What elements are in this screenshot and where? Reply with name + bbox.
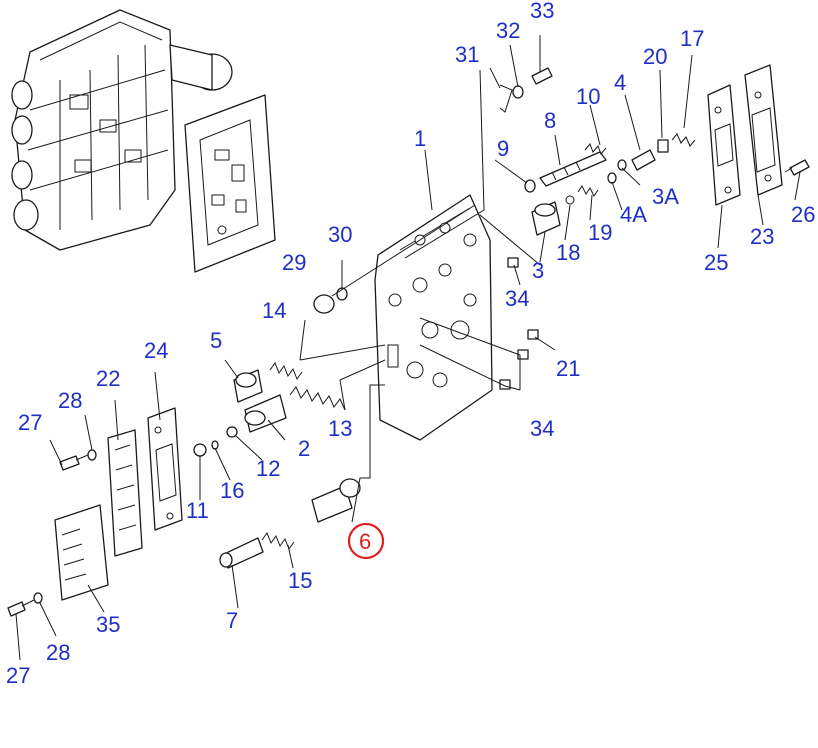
assembled-valve-illustration xyxy=(11,9,233,251)
bolt-27-lower xyxy=(7,599,35,617)
bolts-34-lower xyxy=(499,349,529,390)
callout-26: 26 xyxy=(791,202,815,227)
spring-15 xyxy=(261,531,295,551)
callout-17: 17 xyxy=(680,26,704,51)
gasket-25 xyxy=(707,84,741,206)
callout-23: 23 xyxy=(750,224,774,249)
callout-9: 9 xyxy=(497,136,509,161)
plug-9 xyxy=(524,179,536,193)
callout-labels: 1 2 3 3A 4 4A 5 6 7 8 9 10 11 12 13 14 1… xyxy=(6,0,815,688)
washer-28-lower xyxy=(33,592,43,604)
spool-8 xyxy=(539,151,607,187)
bolt-26 xyxy=(784,159,810,176)
filter-35 xyxy=(54,504,109,601)
spring-10 xyxy=(584,143,607,155)
valve-body xyxy=(374,194,493,441)
callout-28-lower: 28 xyxy=(46,640,70,665)
sleeve-2 xyxy=(244,394,287,433)
spring-14 xyxy=(269,361,303,381)
callout-20: 20 xyxy=(643,44,667,69)
callout-16: 16 xyxy=(220,478,244,503)
plug-29 xyxy=(313,294,335,314)
ring-3A xyxy=(617,159,627,171)
piston-4 xyxy=(631,149,656,171)
callout-14: 14 xyxy=(262,298,286,323)
callout-15: 15 xyxy=(288,568,312,593)
gasket-plate-upper-left xyxy=(184,94,276,273)
callout-6: 6 xyxy=(359,529,371,554)
cover-22 xyxy=(107,429,143,557)
piston-6 xyxy=(311,478,361,523)
callout-28-upper: 28 xyxy=(58,388,82,413)
ring-4A xyxy=(607,172,617,184)
bolt-21 xyxy=(527,329,539,340)
spring-13 xyxy=(289,386,346,411)
cover-23 xyxy=(744,64,783,196)
callout-25: 25 xyxy=(704,250,728,275)
callout-32: 32 xyxy=(496,18,520,43)
callout-3: 3 xyxy=(532,258,544,283)
spring-19 xyxy=(577,185,599,197)
highlight-circle xyxy=(347,522,385,560)
callout-3A: 3A xyxy=(652,184,679,209)
callout-31: 31 xyxy=(455,42,479,67)
ring-12 xyxy=(226,426,238,438)
callout-30: 30 xyxy=(328,222,352,247)
spool-7 xyxy=(219,537,264,569)
callout-2: 2 xyxy=(298,436,310,461)
washer-32 xyxy=(512,85,524,99)
callout-4A: 4A xyxy=(620,202,647,227)
bolt-33 xyxy=(531,67,553,85)
callout-13: 13 xyxy=(328,416,352,441)
gasket-24 xyxy=(147,407,183,531)
bolt-27-upper xyxy=(59,454,89,471)
callout-1: 1 xyxy=(414,126,426,151)
ring-16 xyxy=(211,440,219,450)
bracket-31 xyxy=(499,84,513,113)
spring-17 xyxy=(671,133,696,147)
callout-27-upper: 27 xyxy=(18,410,42,435)
callout-12: 12 xyxy=(256,456,280,481)
plug-11 xyxy=(193,443,207,457)
callout-27-lower: 27 xyxy=(6,663,30,688)
leader-lines xyxy=(15,35,801,661)
callout-19: 19 xyxy=(588,220,612,245)
callout-24: 24 xyxy=(144,338,168,363)
callout-8: 8 xyxy=(544,108,556,133)
sleeve-3 xyxy=(531,201,561,236)
callout-35: 35 xyxy=(96,612,120,637)
callout-34-upper: 34 xyxy=(505,286,529,311)
callout-34-lower: 34 xyxy=(530,416,554,441)
callout-18: 18 xyxy=(556,240,580,265)
callout-10: 10 xyxy=(576,84,600,109)
plug-20 xyxy=(657,139,669,153)
ball-18 xyxy=(565,195,575,205)
callout-7: 7 xyxy=(226,608,238,633)
bolts-34-upper xyxy=(507,257,519,268)
callout-11: 11 xyxy=(186,498,209,523)
callout-4: 4 xyxy=(614,70,626,95)
washer-28-upper xyxy=(87,449,97,461)
callout-22: 22 xyxy=(96,366,120,391)
callout-33: 33 xyxy=(530,0,554,23)
callout-29: 29 xyxy=(282,250,306,275)
callout-5: 5 xyxy=(210,328,222,353)
callout-21: 21 xyxy=(556,356,580,381)
sleeve-5 xyxy=(233,369,263,403)
